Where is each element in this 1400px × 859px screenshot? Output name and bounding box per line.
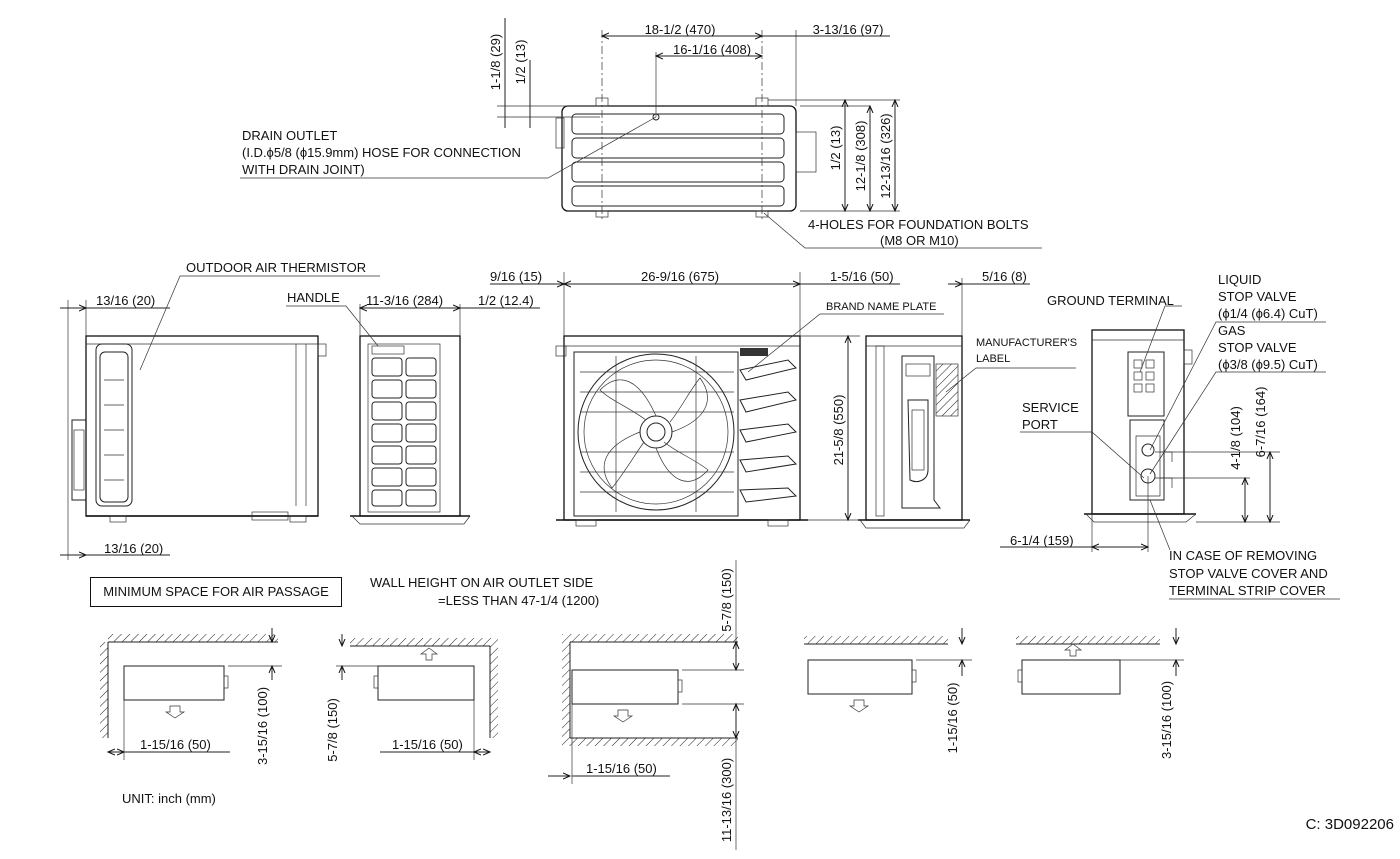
- dim-space-9: 3-15/16 (100): [1159, 681, 1174, 759]
- space-diagram-5: 3-15/16 (100): [1016, 628, 1184, 759]
- label-outdoor-air-thermistor: OUTDOOR AIR THERMISTOR: [186, 260, 366, 275]
- label-wall-height: WALL HEIGHT ON AIR OUTLET SIDE: [370, 575, 594, 590]
- space-diagram-3: 5-7/8 (150) 11-13/16 (300) 1-15/16 (50): [548, 560, 744, 850]
- label-drain-outlet-spec: (I.D.ϕ5/8 (ϕ15.9mm) HOSE FOR CONNECTION: [242, 145, 521, 160]
- label-manufacturers-label: LABEL: [976, 353, 1010, 365]
- dim-top-v3: 1/2 (13): [828, 126, 843, 171]
- dim-top-bolt-span: 16-1/16 (408): [673, 42, 751, 57]
- dim-space-5: 5-7/8 (150): [719, 568, 734, 632]
- label-drain-outlet-joint: WITH DRAIN JOINT): [242, 162, 365, 177]
- label-removing-terminal: TERMINAL STRIP COVER: [1169, 583, 1326, 598]
- label-gas-stop-valve: STOP VALVE: [1218, 340, 1297, 355]
- label-wall-height-limit: =LESS THAN 47-1/4 (1200): [438, 593, 599, 608]
- dim-side-1: 11-3/16 (284): [366, 293, 443, 308]
- label-drain-outlet: DRAIN OUTLET: [242, 128, 337, 143]
- label-service: SERVICE: [1022, 400, 1079, 415]
- label-service-port: PORT: [1022, 417, 1058, 432]
- dim-space-8: 1-15/16 (50): [945, 683, 960, 754]
- dim-front-3: 1-5/16 (50): [830, 269, 894, 284]
- side-view: HANDLE 11-3/16 (284) 1/2 (12.4): [286, 290, 540, 525]
- dim-space-2: 3-15/16 (100): [255, 687, 270, 765]
- dim-left-1: 13/16 (20): [96, 293, 155, 308]
- valve-side-view: GROUND TERMINAL LIQUID STOP VALVE (ϕ1/4 …: [1000, 272, 1340, 600]
- dim-space-6: 11-13/16 (300): [719, 758, 734, 842]
- dim-right-1: 5/16 (8): [982, 269, 1027, 284]
- label-removing-cover: STOP VALVE COVER AND: [1169, 566, 1328, 581]
- dim-front-height: 21-5/8 (550): [831, 395, 846, 466]
- right-side-view: 5/16 (8) MANUFACTURER'S LABEL: [858, 269, 1077, 529]
- space-diagram-4: 1-15/16 (50): [804, 628, 972, 753]
- dim-space-1: 1-15/16 (50): [140, 737, 211, 752]
- dim-top-offset: 3-13/16 (97): [813, 22, 884, 37]
- label-liquid: LIQUID: [1218, 272, 1261, 287]
- dim-space-7: 1-15/16 (50): [586, 761, 657, 776]
- label-removing: IN CASE OF REMOVING: [1169, 548, 1317, 563]
- dim-rs-1: 4-1/8 (104): [1228, 406, 1243, 470]
- minimum-space-title: MINIMUM SPACE FOR AIR PASSAGE: [90, 577, 342, 607]
- label-liquid-stop-valve: STOP VALVE: [1218, 289, 1297, 304]
- dim-top-v2: 1/2 (13): [513, 40, 528, 85]
- label-brand-name-plate: BRAND NAME PLATE: [826, 301, 936, 313]
- label-manufacturers: MANUFACTURER'S: [976, 337, 1077, 349]
- dim-front-1: 9/16 (15): [490, 269, 542, 284]
- top-view: 18-1/2 (470) 16-1/16 (408) 3-13/16 (97) …: [240, 18, 1042, 249]
- label-unit: UNIT: inch (mm): [122, 791, 216, 806]
- left-side-view: 13/16 (20) 13/16 (20) OUTDOOR AIR THERMI…: [60, 260, 380, 560]
- dim-rs-2: 6-7/16 (164): [1253, 387, 1268, 458]
- label-foundation-bolts: (M8 OR M10): [880, 233, 959, 248]
- dim-rs-3: 6-1/4 (159): [1010, 533, 1074, 548]
- label-gas-size: (ϕ3/8 (ϕ9.5) CuT): [1218, 357, 1318, 372]
- front-view: 9/16 (15) 26-9/16 (675) 1-5/16 (50) 21-5…: [490, 269, 944, 527]
- drawing-code: C: 3D092206: [1306, 816, 1394, 833]
- label-handle: HANDLE: [287, 290, 340, 305]
- dim-top-width: 18-1/2 (470): [645, 22, 716, 37]
- dim-side-2: 1/2 (12.4): [478, 293, 534, 308]
- label-gas: GAS: [1218, 323, 1246, 338]
- dim-top-v5: 12-13/16 (326): [878, 113, 893, 198]
- dim-top-v1: 1-1/8 (29): [488, 34, 503, 90]
- dim-top-v4: 12-1/8 (308): [853, 121, 868, 192]
- label-foundation-holes: 4-HOLES FOR FOUNDATION BOLTS: [808, 217, 1029, 232]
- label-ground-terminal: GROUND TERMINAL: [1047, 293, 1174, 308]
- label-liquid-size: (ϕ1/4 (ϕ6.4) CuT): [1218, 306, 1318, 321]
- dim-space-4: 1-15/16 (50): [392, 737, 463, 752]
- dim-left-2: 13/16 (20): [104, 541, 163, 556]
- space-diagram-2: 5-7/8 (150) 1-15/16 (50): [325, 634, 498, 762]
- space-diagram-1: 1-15/16 (50) 3-15/16 (100): [100, 628, 282, 765]
- dim-space-3: 5-7/8 (150): [325, 698, 340, 762]
- dim-front-width: 26-9/16 (675): [641, 269, 719, 284]
